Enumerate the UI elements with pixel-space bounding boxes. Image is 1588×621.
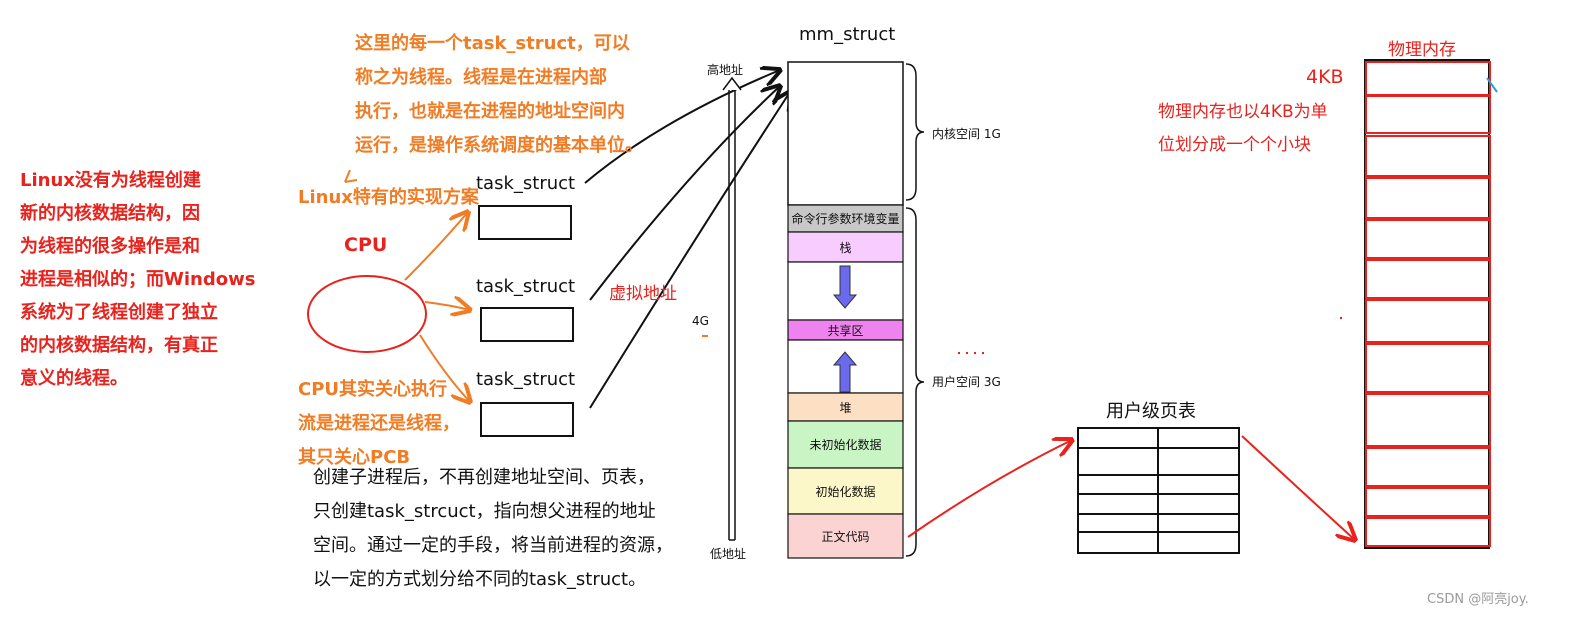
cpu-note: CPU其实关心执行 流是进程还是线程， 其只关心PCB <box>298 373 460 475</box>
top-note-line: 运行，是操作系统调度的基本单位。 <box>355 135 643 156</box>
page-table-title: 用户级页表 <box>1106 401 1196 422</box>
physical-block <box>1365 299 1491 343</box>
physical-block <box>1365 61 1491 96</box>
left-note-line: Linux没有为线程创建 <box>20 170 201 191</box>
page-table <box>1077 427 1240 554</box>
user-space-label: 用户空间 3G <box>932 375 1001 389</box>
linux-special-label: Linux特有的实现方案 <box>298 187 479 208</box>
mm-segment <box>787 392 904 422</box>
high-address-label: 高地址 <box>707 63 744 77</box>
orange-hint-arrow <box>344 169 358 183</box>
virtual-address-label: 虚拟地址 <box>609 284 677 304</box>
physical-block <box>1365 487 1491 517</box>
left-note-line: 系统为了线程创建了独立 <box>20 302 218 323</box>
watermark: CSDN @阿亮joy. <box>1427 592 1529 607</box>
bottom-note-line: 空间。通过一定的手段，将当前进程的资源， <box>313 535 673 556</box>
kernel-space-label: 内核空间 1G <box>932 127 1001 141</box>
bottom-note-line: 只创建task_strcuct，指向想父进程的地址 <box>313 501 656 522</box>
task-arrow-2 <box>589 86 780 301</box>
bottom-note-line: 以一定的方式划分给不同的task_struct。 <box>313 569 647 590</box>
physical-block <box>1365 219 1491 259</box>
cpu-ellipse <box>307 275 427 353</box>
task-struct-label: task_struct <box>476 276 576 297</box>
pagetable-to-physical-arrow <box>1241 435 1355 540</box>
size-label: 4G <box>692 314 709 328</box>
left-note-line: 为线程的很多操作是和 <box>20 236 200 257</box>
mm-segment <box>787 513 904 559</box>
cpu-note-line: CPU其实关心执行 <box>298 379 448 400</box>
stack-growth-arrow <box>832 265 858 309</box>
mm-segment-label: 未初始化数据 <box>809 438 882 452</box>
left-note-line: 新的内核数据结构，因 <box>20 203 200 224</box>
physical-note-line: 位划分成一个个小块 <box>1158 135 1311 155</box>
bottom-note-line: 创建子进程后，不再创建地址空间、页表， <box>313 467 655 488</box>
physical-block <box>1365 95 1491 134</box>
cpu-arrow-3 <box>419 334 470 402</box>
block-size-label: 4KB <box>1306 66 1344 88</box>
bottom-note: 创建子进程后，不再创建地址空间、页表， 只创建task_strcuct，指向想父… <box>313 461 673 597</box>
cpu-note-line: 流是进程还是线程， <box>298 413 460 434</box>
code-to-pagetable-arrow <box>907 440 1072 538</box>
mm-segment-label: 栈 <box>839 240 852 255</box>
physical-block <box>1365 259 1491 299</box>
user-brace <box>905 207 925 557</box>
cpu-arrow-1 <box>404 212 468 281</box>
cpu-note-line: 其只关心PCB <box>298 447 411 468</box>
address-axis-head <box>722 76 742 91</box>
task-struct-label: task_struct <box>476 369 576 390</box>
mm-segment-label: 初始化数据 <box>815 484 876 499</box>
physical-block <box>1365 343 1491 393</box>
cpu-label: CPU <box>344 234 388 256</box>
kernel-space-block <box>787 61 904 206</box>
low-address-label: 低地址 <box>710 547 747 561</box>
heap-growth-arrow <box>832 351 858 393</box>
physical-note-line: 物理内存也以4KB为单 <box>1158 102 1328 122</box>
mm-segment-label: 堆 <box>839 400 852 415</box>
physical-memory-column <box>1364 59 1491 549</box>
physical-note: 物理内存也以4KB为单 位划分成一个个小块 <box>1158 96 1328 162</box>
left-note: Linux没有为线程创建 新的内核数据结构，因 为线程的很多操作是和 进程是相似… <box>20 164 255 395</box>
mm-segment-label: 命令行参数环境变量 <box>791 212 900 226</box>
mm-segment-label: 正文代码 <box>821 529 870 544</box>
mm-segment <box>787 204 904 233</box>
mm-struct-title: mm_struct <box>799 24 896 45</box>
physical-block <box>1365 177 1491 219</box>
top-note: 这里的每一个task_struct，可以 称之为线程。线程是在进程内部 执行，也… <box>355 27 643 163</box>
left-note-line: 的内核数据结构，有真正 <box>20 335 218 356</box>
task-struct-box-1 <box>478 205 572 240</box>
mm-segment <box>787 467 904 515</box>
mm-segment-label: 共享区 <box>827 323 864 338</box>
physical-block <box>1365 447 1491 487</box>
top-note-line: 称之为线程。线程是在进程内部 <box>355 67 607 88</box>
physical-memory-title: 物理内存 <box>1388 40 1456 60</box>
physical-block <box>1365 517 1491 547</box>
mm-segment <box>787 420 904 469</box>
mm-segment <box>787 231 904 263</box>
left-note-line: 意义的线程。 <box>20 368 128 389</box>
top-note-line: 这里的每一个task_struct，可以 <box>355 33 630 54</box>
physical-block <box>1365 135 1491 177</box>
physical-cursor-mark <box>1486 77 1498 93</box>
task-struct-box-2 <box>480 307 574 342</box>
task-struct-label: task_struct <box>476 173 576 194</box>
task-arrow-1 <box>584 70 780 184</box>
left-note-line: 进程是相似的；而Windows <box>20 269 256 290</box>
kernel-brace <box>905 63 925 201</box>
task-arrow-3 <box>589 92 790 409</box>
top-note-line: 执行，也就是在进程的地址空间内 <box>355 101 625 122</box>
cpu-arrow-2 <box>424 302 470 310</box>
task-struct-box-3 <box>480 402 574 437</box>
physical-block <box>1365 393 1491 447</box>
